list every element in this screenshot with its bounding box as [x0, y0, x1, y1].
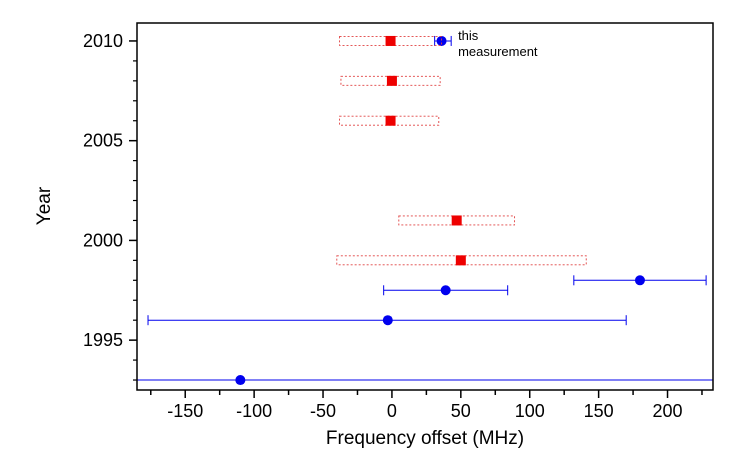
data-layer [137, 35, 713, 386]
annotation-line-2: measurement [458, 44, 538, 59]
x-tick-label: 150 [584, 401, 614, 421]
plot-frame [136, 22, 714, 391]
data-point-square [385, 115, 396, 126]
y-tick-label: 2010 [83, 31, 123, 51]
data-point-circle [382, 315, 393, 326]
x-tick-label: -50 [310, 401, 336, 421]
data-point-square [451, 215, 462, 226]
data-point-circle [440, 285, 451, 296]
x-tick-label: -150 [167, 401, 203, 421]
x-tick-label: -100 [236, 401, 272, 421]
y-tick-label: 2005 [83, 131, 123, 151]
y-tick-label: 2000 [83, 230, 123, 250]
data-point-circle [634, 275, 645, 286]
x-tick-label: 0 [387, 401, 397, 421]
data-point-circle [235, 375, 246, 386]
y-axis-label: Year [34, 186, 55, 225]
x-tick-label: 50 [451, 401, 471, 421]
annotation-line-1: this [458, 28, 479, 43]
y-tick-label: 1995 [83, 330, 123, 350]
data-point-circle [436, 35, 447, 46]
x-axis-label: Frequency offset (MHz) [326, 428, 524, 449]
data-point-square [455, 255, 466, 266]
axis-layer: -150 -100 -50 0 50 100 150 200 1995 2000 2005 2010 [83, 31, 703, 421]
data-point-square [386, 75, 397, 86]
data-point-square [385, 35, 396, 46]
x-tick-label: 200 [653, 401, 683, 421]
x-tick-label: 100 [515, 401, 545, 421]
